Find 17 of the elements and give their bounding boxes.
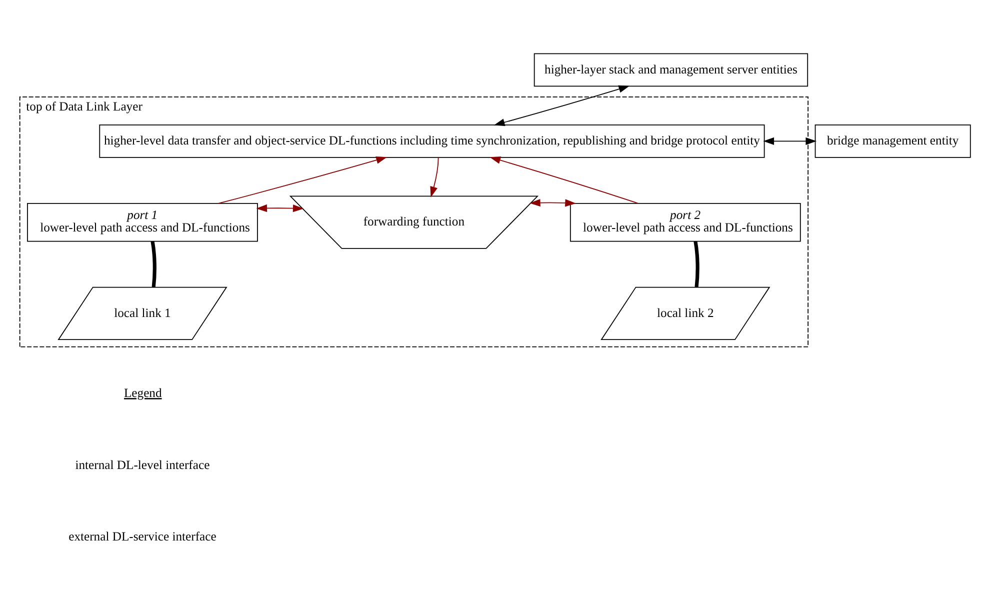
node-box: port 1 lower-level path access and DL-functions (26, 202, 258, 242)
arrow (762, 136, 816, 144)
arrow (218, 156, 386, 204)
arrow (430, 156, 438, 197)
legend-label: external DL-service interface (68, 528, 216, 543)
arrow (528, 198, 576, 206)
node-box: bridge management entity (814, 124, 970, 158)
node-box: port 2 lower-level path access and DL-functions (569, 202, 800, 242)
arrow (493, 84, 630, 126)
node-box: higher-level data transfer and object-service DL-functions including time synchronization, republishing and bridge protocol entity (98, 124, 764, 158)
arrow (489, 156, 638, 204)
label: Legend (123, 386, 162, 400)
legend-label: internal DL-level interface (74, 458, 210, 472)
arrow (256, 204, 304, 212)
node-box: higher-layer stack and management server entities (533, 52, 808, 86)
connector (150, 240, 156, 287)
connector (693, 240, 699, 287)
